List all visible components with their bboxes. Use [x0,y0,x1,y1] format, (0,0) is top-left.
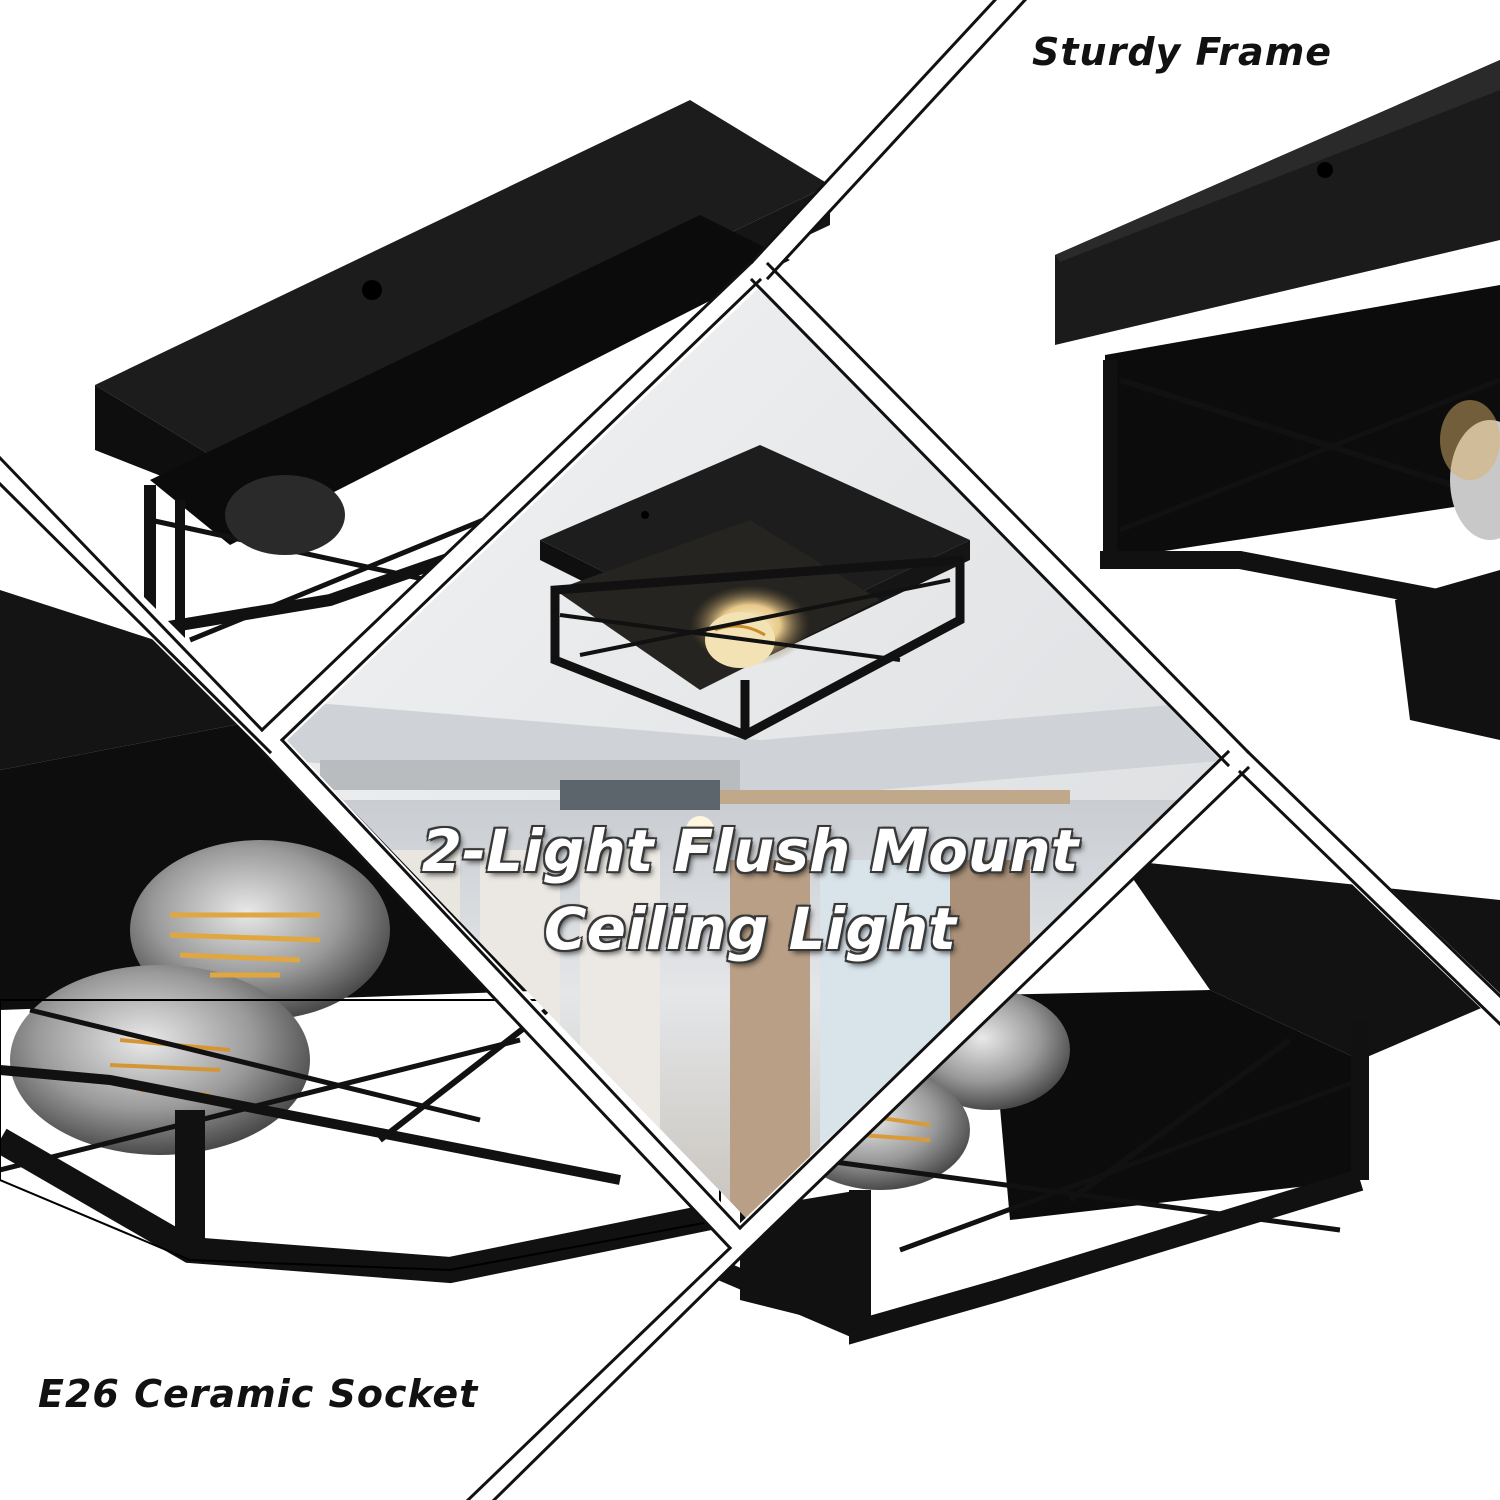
panel-top-left-fixture [95,100,830,645]
headline-line-1: 2-Light Flush Mount [421,817,1079,885]
panel-bottom-left-bulbs [0,590,723,1500]
headline: 2-Light Flush Mount Ceiling Light [350,812,1150,968]
caption-ceramic-socket: E26 Ceramic Socket [38,1372,479,1416]
headline-line-2: Ceiling Light [544,895,956,963]
center-fixture [540,445,970,740]
panel-top-right-fixture [1055,60,1500,740]
caption-sturdy-frame: Sturdy Frame [1032,30,1333,74]
